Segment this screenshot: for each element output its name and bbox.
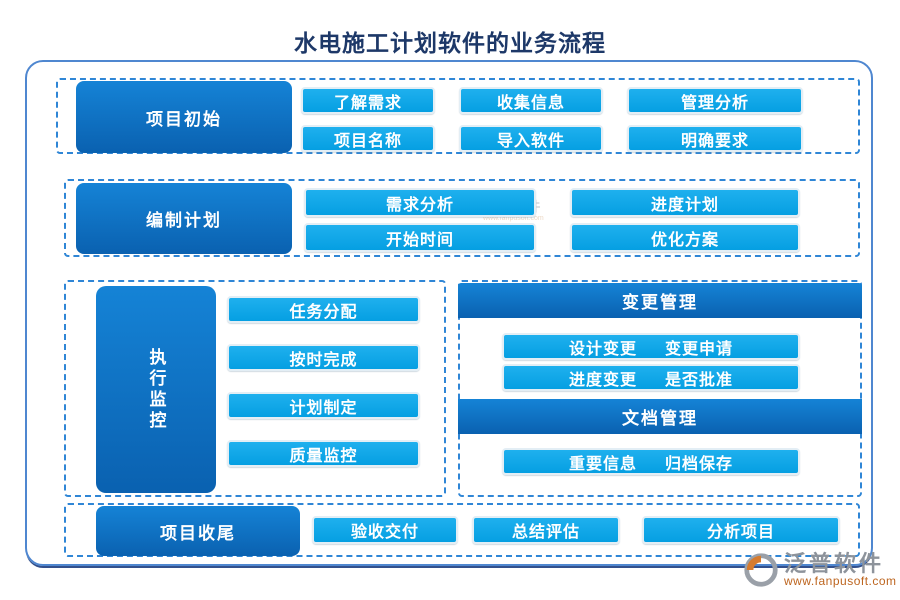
vendor-logo-icon [742, 551, 780, 589]
panel-header-document-management: 文档管理 [458, 399, 862, 434]
flow-node-collect-info: 收集信息 [459, 87, 603, 114]
section-project-closing: 项目收尾 验收交付 总结评估 分析项目 [64, 503, 860, 557]
flow-node-summary-evaluation: 总结评估 [472, 516, 620, 544]
section-project-init: 项目初始 了解需求 收集信息 管理分析 项目名称 导入软件 明确要求 [56, 78, 860, 154]
flow-node-plan-making: 计划制定 [227, 392, 420, 419]
stage-label-project-init: 项目初始 [76, 81, 292, 153]
flow-node-requirement-analysis: 需求分析 [304, 188, 536, 217]
stage-label-execution-monitoring: 执行监控 [96, 286, 216, 493]
vendor-website-url: www.fanpusoft.com [784, 574, 897, 589]
section-execution-monitoring: 执行监控 任务分配 按时完成 计划制定 质量监控 [64, 280, 446, 497]
page-title: 水电施工计划软件的业务流程 [294, 30, 606, 56]
node-text-schedule-change: 进度变更 [568, 371, 637, 389]
node-text-design-change: 设计变更 [568, 340, 637, 358]
flow-node-task-assignment: 任务分配 [227, 296, 420, 323]
flow-node-start-time: 开始时间 [304, 223, 536, 252]
flow-node-project-analysis: 分析项目 [642, 516, 840, 544]
panel-header-change-management: 变更管理 [458, 283, 862, 318]
section-change-and-document: 变更管理 设计变更 变更申请 进度变更 是否批准 文档管理 重要信息 归档保存 [458, 280, 862, 497]
flow-node-understand-needs: 了解需求 [301, 87, 435, 114]
flow-node-clarify-requirements: 明确要求 [627, 125, 803, 152]
flow-node-manage-analysis: 管理分析 [627, 87, 803, 114]
flow-node-on-time-completion: 按时完成 [227, 344, 420, 371]
vendor-brand-name: 泛普软件 [784, 551, 885, 577]
node-text-important-info: 重要信息 [568, 455, 637, 473]
project-init-nodes: 了解需求 收集信息 管理分析 项目名称 导入软件 明确要求 [301, 87, 803, 152]
flow-node-import-software: 导入软件 [459, 125, 603, 152]
section-plan-preparation: 编制计划 需求分析 进度计划 开始时间 优化方案 [64, 179, 860, 257]
stage-label-project-closing: 项目收尾 [96, 506, 300, 556]
flowchart-outer-frame [25, 60, 873, 566]
flow-node-schedule-plan: 进度计划 [570, 188, 800, 217]
stage-label-plan-preparation: 编制计划 [76, 183, 292, 254]
flow-node-acceptance-delivery: 验收交付 [312, 516, 458, 544]
node-text-change-request: 变更申请 [665, 340, 734, 358]
node-text-archive-save: 归档保存 [665, 455, 734, 473]
execution-monitoring-nodes: 任务分配 按时完成 计划制定 质量监控 [227, 296, 420, 467]
flow-node-schedule-change-approval: 进度变更 是否批准 [502, 364, 800, 391]
watermark-url-text: www.fanpusoft.com [483, 215, 544, 222]
flow-node-quality-monitoring: 质量监控 [227, 440, 420, 467]
plan-preparation-nodes: 需求分析 进度计划 开始时间 优化方案 [304, 188, 800, 252]
flow-node-project-name: 项目名称 [301, 125, 435, 152]
vendor-logo-text: 泛普软件 www.fanpusoft.com [784, 552, 897, 588]
flow-node-important-info-archive: 重要信息 归档保存 [502, 448, 800, 475]
node-text-approval-status: 是否批准 [665, 371, 734, 389]
flow-node-design-change-request: 设计变更 变更申请 [502, 333, 800, 360]
vendor-logo: 泛普软件 www.fanpusoft.com [742, 551, 897, 589]
flow-node-optimize-scheme: 优化方案 [570, 223, 800, 252]
